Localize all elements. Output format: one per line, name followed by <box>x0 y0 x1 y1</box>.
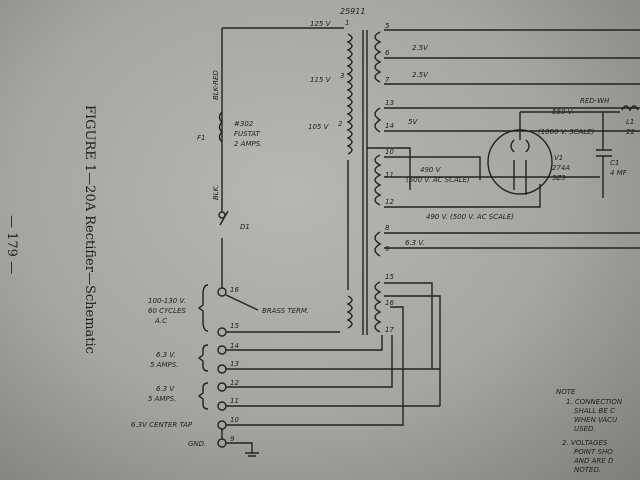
pin-label: 12 <box>385 198 394 206</box>
pin-label: 9 <box>385 245 390 253</box>
switch-ref: D1 <box>240 223 250 231</box>
primary-coil <box>346 33 353 155</box>
hv-voltage: 490 V. (500 V. AC SCALE) <box>426 213 514 221</box>
terminal-number: 11 <box>230 397 239 405</box>
capacitor-ref: C1 <box>610 159 619 167</box>
tube-type: 274A <box>552 164 570 172</box>
figure-caption: FIGURE 1—20A Rectifier—Schematic <box>82 105 97 354</box>
fuse-desc: 2 AMPS. <box>234 140 262 148</box>
capacitor-c1 <box>520 111 620 198</box>
wire-label-blk-red: BLK-RED <box>212 70 220 100</box>
primary-wire <box>221 27 344 212</box>
filament-label: 5 AMPS. <box>148 395 176 403</box>
pin-label: 13 <box>385 99 394 107</box>
center-tap-label: 6.3V CENTER TAP <box>131 421 193 429</box>
wire-label: RED-WH <box>580 97 610 105</box>
pin-label: 15 <box>385 273 394 281</box>
choke-ref: L1 <box>626 118 634 126</box>
filament-label: 5 AMPS. <box>150 361 178 369</box>
pin-label: 6 <box>385 49 390 57</box>
note-line: AND ARE D <box>573 457 614 465</box>
fuse-desc: FUSTAT <box>234 130 261 138</box>
terminal-wires <box>221 294 440 457</box>
primary-coil-lower <box>346 160 353 329</box>
input-label: A.C <box>154 317 167 325</box>
terminal-number: 9 <box>230 435 235 443</box>
wire-label-blk: BLK. <box>212 184 220 200</box>
terminal-number: 13 <box>230 360 239 368</box>
pin-label: 11 <box>385 171 394 179</box>
pin-label: 1 <box>345 19 349 27</box>
winding-voltage: 6.3 V. <box>405 239 425 247</box>
filament-label: 6.3 V. <box>156 351 176 359</box>
input-label: 100-130 V. <box>148 297 186 305</box>
pin-label: 7 <box>385 76 390 84</box>
pin-label: 16 <box>385 299 394 307</box>
input-label: 60 CYCLES <box>148 307 186 315</box>
dc-scale: (1000 V. SCALE) <box>538 128 595 136</box>
terminal-number: 12 <box>230 379 239 387</box>
tap-125v: 125 V <box>310 20 332 28</box>
secondary-wires <box>384 29 640 249</box>
note-title: NOTE <box>556 388 576 396</box>
terminal-number: 10 <box>230 416 239 424</box>
filament-label: 6.3 V <box>156 385 175 393</box>
tap-115v: 115 V <box>310 76 332 84</box>
capacitor-value: 4 MF <box>610 169 628 177</box>
terminal-number: 15 <box>230 322 239 330</box>
note-line: SHALL BE C <box>574 407 615 415</box>
gnd-label: GND. <box>188 440 206 448</box>
note-line: USED. <box>574 425 596 433</box>
tube-type: 5Z3 <box>552 174 566 182</box>
hv-voltage: 490 V <box>420 166 442 174</box>
pin-label: 10 <box>385 148 394 156</box>
secondary-coils <box>374 31 382 333</box>
brass-term-label: BRASS TERM. <box>262 307 309 315</box>
tap-105v: 105 V <box>308 123 330 131</box>
winding-voltage: 2.5V <box>412 71 429 79</box>
pin-label: 8 <box>385 224 390 232</box>
pin-label: 17 <box>385 326 394 334</box>
switch-d1 <box>219 210 229 288</box>
transformer-id: 25911 <box>340 7 365 16</box>
transformer-core <box>362 30 368 335</box>
pin-label: 3 <box>340 72 344 80</box>
pin-label: 5 <box>385 22 390 30</box>
pin-label: 2 <box>338 120 343 128</box>
hv-scale: (500 V. AC SCALE) <box>406 176 470 184</box>
winding-voltage: 5V <box>408 118 418 126</box>
choke-value: 22 <box>626 128 635 136</box>
fuse-desc: #302 <box>234 120 254 128</box>
winding-voltage: 2.5V <box>412 44 429 52</box>
note-line: 2. VOLTAGES <box>562 439 608 447</box>
pin-label: 14 <box>385 122 394 130</box>
fuse-symbol <box>218 111 223 143</box>
choke-l1 <box>621 105 639 112</box>
s5-wires <box>384 282 441 406</box>
terminal-number: 14 <box>230 342 239 350</box>
note-line: 1. CONNECTION <box>566 398 623 406</box>
tube-electrodes <box>510 112 530 195</box>
terminal-brackets <box>197 284 209 410</box>
terminal-number: 16 <box>230 286 239 294</box>
note-line: NOTED. <box>574 466 601 474</box>
page-number: — 179 — <box>4 215 19 274</box>
tube-ref: V1 <box>554 154 563 162</box>
terminal-strip <box>217 287 227 448</box>
note-line: WHEN VACU <box>574 416 617 424</box>
fuse-ref: F1 <box>197 134 205 142</box>
note-line: POINT SHO <box>574 448 613 456</box>
